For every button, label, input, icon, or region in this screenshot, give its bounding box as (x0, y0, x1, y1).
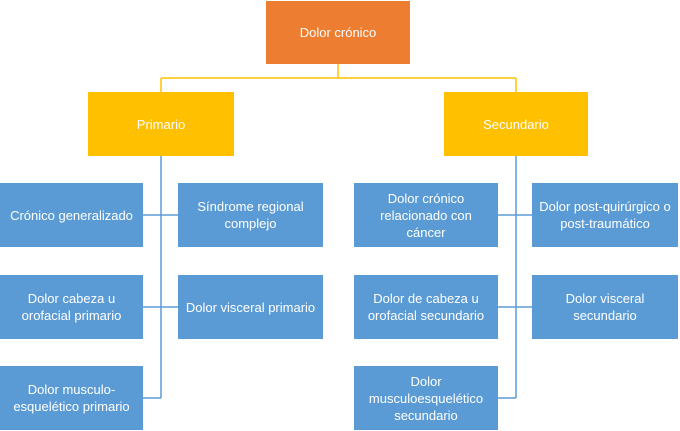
root-node-chronic-pain: Dolor crónico (266, 1, 410, 64)
leaf-node-primary-musculoskeletal: Dolor musculo-esquelético primario (0, 366, 143, 430)
leaf-node-label: Dolor cabeza u orofacial primario (21, 291, 122, 323)
leaf-node-label: Síndrome regional complejo (197, 199, 304, 231)
leaf-node-label: Dolor visceral secundario (565, 291, 645, 323)
category-node-label: Primario (136, 116, 186, 132)
leaf-node-secondary-visceral: Dolor visceral secundario (532, 275, 678, 339)
leaf-node-primary-headache: Dolor cabeza u orofacial primario (0, 275, 143, 339)
leaf-node-post-surgical: Dolor post-quirúrgico o post-traumático (532, 183, 678, 247)
leaf-node-primary-visceral: Dolor visceral primario (178, 275, 323, 339)
leaf-node-complex-regional-syndrome: Síndrome regional complejo (178, 183, 323, 247)
leaf-node-label: Dolor visceral primario (185, 299, 316, 315)
category-node-primary: Primario (88, 92, 234, 156)
leaf-node-label: Dolor musculo-esquelético primario (13, 382, 130, 414)
leaf-node-label: Dolor musculoesquelético secundario (368, 373, 484, 423)
leaf-node-label: Crónico generalizado (10, 207, 133, 223)
leaf-node-label: Dolor crónico relacionado con cáncer (380, 190, 472, 240)
leaf-node-generalized-chronic: Crónico generalizado (0, 183, 143, 247)
root-node-label: Dolor crónico (299, 25, 377, 40)
category-node-secondary: Secundario (444, 92, 588, 156)
category-node-label: Secundario (483, 116, 549, 132)
leaf-node-secondary-musculoskeletal: Dolor musculoesquelético secundario (354, 366, 498, 430)
leaf-node-label: Dolor de cabeza u orofacial secundario (367, 291, 485, 323)
leaf-node-cancer-related: Dolor crónico relacionado con cáncer (354, 183, 498, 247)
leaf-node-label: Dolor post-quirúrgico o post-traumático (539, 199, 671, 231)
leaf-node-secondary-headache: Dolor de cabeza u orofacial secundario (354, 275, 498, 339)
